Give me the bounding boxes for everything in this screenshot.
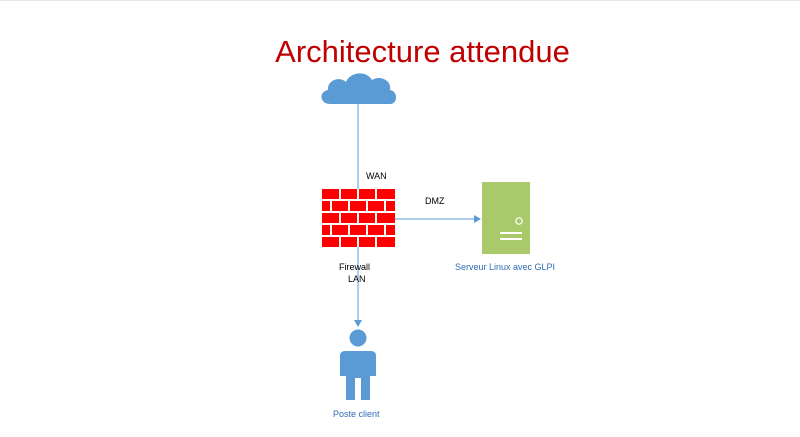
server-tower-icon [482, 182, 530, 254]
brick-wall-firewall-icon [322, 189, 395, 247]
server-label: Serveur Linux avec GLPI [455, 262, 556, 272]
wan-label: WAN [366, 171, 387, 181]
top-border [0, 0, 800, 1]
firewall-label: Firewall [339, 262, 371, 272]
dmz-label: DMZ [425, 196, 445, 206]
client-label: Poste client [333, 409, 380, 419]
cloud-icon [321, 73, 396, 104]
lan-label: LAN [348, 274, 366, 284]
person-icon [340, 329, 376, 400]
slide-title: Architecture attendue [275, 34, 570, 69]
